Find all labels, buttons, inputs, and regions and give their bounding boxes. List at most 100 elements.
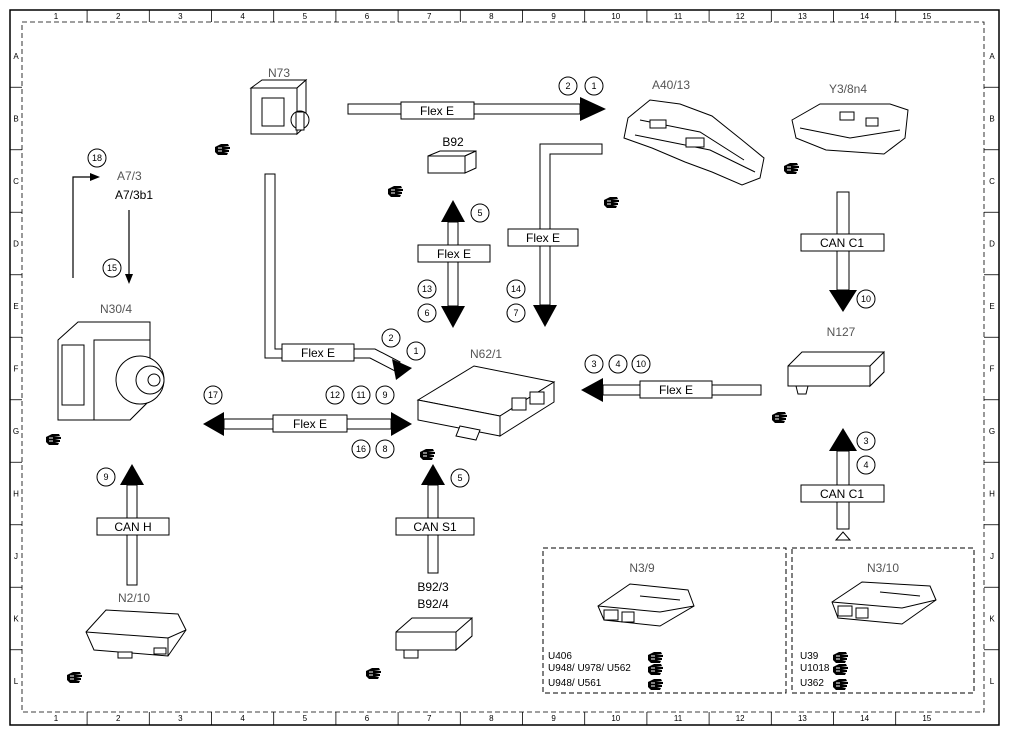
marker-m-n127-3: 3 <box>584 354 604 374</box>
marker-m-mid-13: 13 <box>417 279 437 299</box>
label-b92-3: B92/3 <box>417 580 449 594</box>
svg-text:17: 17 <box>208 390 218 400</box>
marker-m-y3-10: 10 <box>856 289 876 309</box>
label-b92: B92 <box>442 135 464 149</box>
pointing-hand-icon[interactable] <box>66 671 83 684</box>
marker-m-fg-8: 8 <box>375 439 395 459</box>
column-label: 5 <box>303 714 308 723</box>
column-label: 7 <box>427 12 432 21</box>
column-label: 4 <box>240 714 245 723</box>
bus-label-can-c1-bottom: CAN C1 <box>820 487 864 501</box>
row-label: C <box>13 177 19 186</box>
column-label: 15 <box>922 714 931 723</box>
svg-text:4: 4 <box>863 460 868 470</box>
inner-dashed-frame <box>21 21 985 713</box>
row-label: F <box>990 365 995 374</box>
column-label: 11 <box>674 12 683 21</box>
bus-label-can-c1-top: CAN C1 <box>820 236 864 250</box>
svg-text:12: 12 <box>330 390 340 400</box>
marker-m-canc1-4: 4 <box>856 455 876 475</box>
column-label: 14 <box>860 12 869 21</box>
svg-text:9: 9 <box>103 472 108 482</box>
pointing-hand-icon[interactable] <box>647 678 664 691</box>
column-label: 1 <box>54 714 59 723</box>
n3-10-ref-3: U362 <box>800 678 824 689</box>
flex-e-a40-n62-arrow <box>533 143 603 327</box>
pointing-hand-icon[interactable] <box>783 162 800 175</box>
can-c1-y3-n127-arrow <box>829 191 857 312</box>
n3-9-engine-ecu <box>597 583 695 627</box>
marker-m-fg-16: 16 <box>351 439 371 459</box>
a7-3-thin-arrows <box>72 173 133 284</box>
column-label: 10 <box>611 12 620 21</box>
marker-m-a7-15: 15 <box>102 258 122 278</box>
svg-text:18: 18 <box>92 153 102 163</box>
marker-m-n73-1: 2 <box>558 76 578 96</box>
pointing-hand-icon[interactable] <box>832 651 849 664</box>
svg-text:10: 10 <box>861 294 871 304</box>
flex-e-n73-a40-arrow <box>347 97 606 121</box>
pointing-hand-icon[interactable] <box>832 678 849 691</box>
marker-m-n73-2: 1 <box>584 76 604 96</box>
svg-text:4: 4 <box>615 359 620 369</box>
row-label: A <box>989 52 995 61</box>
pointing-hand-icon[interactable] <box>365 667 382 680</box>
marker-m-a40-14: 14 <box>506 279 526 299</box>
can-c1-ecm-n127-arrow <box>829 428 857 541</box>
n3-10-ref-2: U1018 <box>800 663 830 674</box>
pointing-hand-icon[interactable] <box>387 185 404 198</box>
marker-m-a7-18: 18 <box>87 148 107 168</box>
column-label: 12 <box>736 714 745 723</box>
svg-text:5: 5 <box>477 208 482 218</box>
label-n30-4: N30/4 <box>100 302 132 316</box>
row-label: C <box>989 177 995 186</box>
svg-text:14: 14 <box>511 284 521 294</box>
svg-text:3: 3 <box>863 436 868 446</box>
a40-13-module <box>623 99 765 186</box>
pointing-hand-icon[interactable] <box>647 663 664 676</box>
column-label: 10 <box>611 714 620 723</box>
column-label: 15 <box>922 12 931 21</box>
marker-m-n62in-2: 2 <box>381 328 401 348</box>
svg-text:3: 3 <box>591 359 596 369</box>
label-a40-13: A40/13 <box>652 78 690 92</box>
bus-label-flex-e-n73: Flex E <box>301 346 335 360</box>
marker-m-canc1-3: 3 <box>856 431 876 451</box>
n3-9-ref-2: U948/ U978/ U562 <box>548 663 631 674</box>
column-label: 6 <box>365 714 370 723</box>
n3-10-engine-ecu <box>831 581 937 625</box>
column-label: 5 <box>303 12 308 21</box>
column-label: 14 <box>860 714 869 723</box>
row-label: E <box>13 302 18 311</box>
row-label: L <box>14 677 19 686</box>
svg-text:16: 16 <box>356 444 366 454</box>
svg-text:2: 2 <box>565 81 570 91</box>
bus-label-flex-e-b92: Flex E <box>437 247 471 261</box>
label-n2-10: N2/10 <box>118 591 150 605</box>
marker-m-fg-11: 11 <box>351 385 371 405</box>
pointing-hand-icon[interactable] <box>832 663 849 676</box>
pointing-hand-icon[interactable] <box>45 433 62 446</box>
n3-9-ref-3: U948/ U561 <box>548 678 602 689</box>
label-a7-3b1: A7/3b1 <box>115 188 153 202</box>
pointing-hand-icon[interactable] <box>647 651 664 664</box>
n127-control-unit <box>787 350 885 395</box>
flex-e-b92-double-arrow <box>441 200 465 328</box>
row-label: A <box>13 52 19 61</box>
pointing-hand-icon[interactable] <box>603 196 620 209</box>
svg-text:13: 13 <box>422 284 432 294</box>
outer-frame <box>9 9 1000 726</box>
n3-9-ref-1: U406 <box>548 651 572 662</box>
column-label: 2 <box>116 12 121 21</box>
pointing-hand-icon[interactable] <box>771 411 788 424</box>
row-label: H <box>989 490 995 499</box>
pointing-hand-icon[interactable] <box>214 143 231 156</box>
marker-m-n127-10: 10 <box>631 354 651 374</box>
bus-label-can-s1: CAN S1 <box>413 520 457 534</box>
pointing-hand-icon[interactable] <box>419 448 436 461</box>
column-label: 11 <box>674 714 683 723</box>
row-label: E <box>989 302 994 311</box>
